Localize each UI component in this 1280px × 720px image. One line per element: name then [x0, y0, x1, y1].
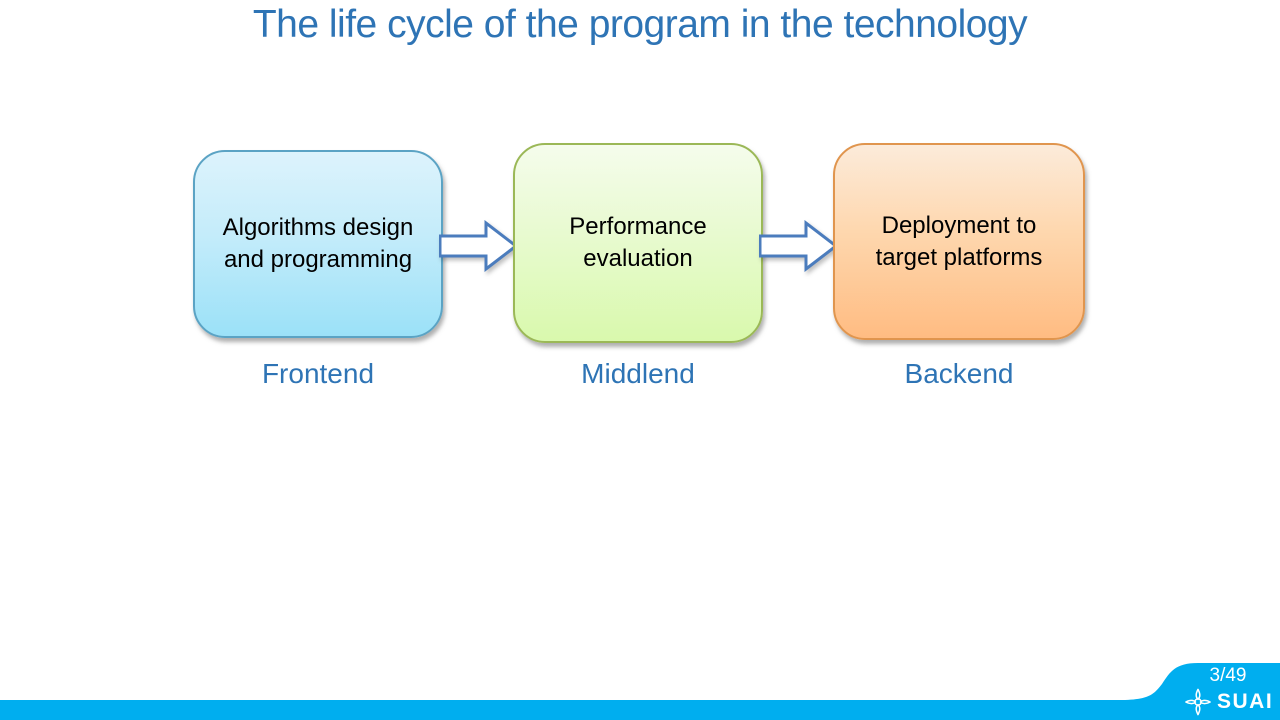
flow-box-backend: Deployment to target platforms: [833, 143, 1085, 340]
tier-label-frontend: Frontend: [261, 358, 375, 389]
brand-logo: SUAI: [1184, 687, 1273, 717]
slide-title: The life cycle of the program in the tec…: [252, 3, 1028, 46]
flow-box-frontend-text: Algorithms design and programming: [222, 214, 414, 273]
suai-star-icon: [1185, 688, 1211, 716]
flow-box-frontend: Algorithms design and programming: [193, 150, 443, 338]
tier-label-backend: Backend: [904, 358, 1014, 389]
flow-box-middlend-text: Performance evaluation: [569, 213, 707, 272]
flow-box-backend-text: Deployment to target platforms: [875, 211, 1043, 271]
tier-label-middlend: Middlend: [581, 358, 695, 389]
arrow-right-icon: [759, 220, 839, 272]
flow-box-middlend: Performance evaluation: [513, 143, 763, 343]
arrow-right-icon: [439, 220, 519, 272]
footer-bar: [0, 700, 1280, 720]
footer-corner-tab: [1125, 663, 1280, 720]
page-number: 3/49: [1209, 665, 1247, 686]
brand-name: SUAI: [1217, 690, 1274, 713]
